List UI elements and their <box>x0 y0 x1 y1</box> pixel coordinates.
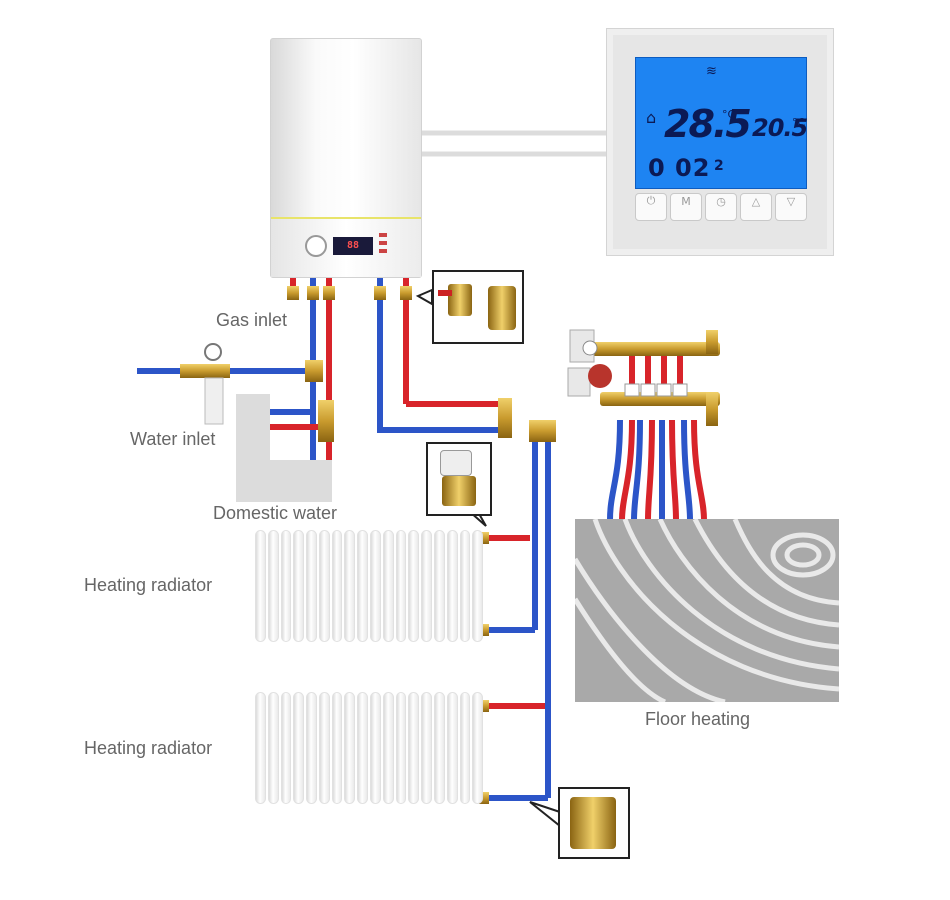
radiator-column <box>446 530 458 642</box>
radiator-column <box>255 530 266 642</box>
radiator-column <box>293 692 305 804</box>
valve-inset-boiler <box>432 270 524 344</box>
boiler-buttons[interactable] <box>379 233 387 257</box>
room-thermostat: ≋ ⌂ 28.5 °C 20.5 °C 0 02 2 ⏻ M ◷ △ ▽ <box>606 28 834 256</box>
radiator-column <box>408 692 420 804</box>
radiator-column <box>395 530 407 642</box>
gas-valve-icon <box>448 284 472 316</box>
radiator-column <box>293 530 305 642</box>
floor-heating-coils <box>575 519 839 702</box>
domestic-water-base <box>236 460 332 502</box>
radiator-column <box>382 692 394 804</box>
radiator-column <box>331 530 343 642</box>
thermostat-lcd: ≋ ⌂ 28.5 °C 20.5 °C 0 02 2 <box>635 57 808 189</box>
thermostatic-head-icon <box>440 450 472 476</box>
radiator-column <box>421 530 432 642</box>
radiator-column <box>370 692 381 804</box>
radiator-column <box>344 530 356 642</box>
radiator-risers <box>484 430 551 801</box>
floor-manifold <box>567 329 720 426</box>
radiator-column <box>267 530 279 642</box>
thermostat-buttons: ⏻ M ◷ △ ▽ <box>635 193 807 221</box>
boiler-gauge-icon <box>305 235 327 257</box>
radiator-column <box>382 530 394 642</box>
elbow-fitting-icon <box>488 286 516 330</box>
mode-button[interactable]: M <box>670 193 702 221</box>
radiator-column <box>459 692 471 804</box>
radiator-column <box>331 692 343 804</box>
manifold-pipes <box>377 399 600 435</box>
radiator-column <box>318 530 330 642</box>
label-heating-radiator-2: Heating radiator <box>84 738 213 758</box>
set-temperature: 20.5 <box>752 114 808 142</box>
control-wires <box>420 130 608 157</box>
radiator-column <box>280 530 292 642</box>
down-button[interactable]: ▽ <box>775 193 807 221</box>
room-temp-unit: °C <box>722 108 736 121</box>
radiator-column <box>267 692 279 804</box>
radiator-column <box>433 692 445 804</box>
radiator-column <box>459 530 471 642</box>
label-heating-radiator-1: Heating radiator <box>84 575 213 595</box>
radiator-column <box>344 692 356 804</box>
radiator-column <box>370 530 381 642</box>
home-icon: ⌂ <box>646 108 657 127</box>
return-valve-icon <box>570 797 616 849</box>
radiator-column <box>395 692 407 804</box>
wifi-icon: ≋ <box>706 64 717 79</box>
clock-display: 0 02 <box>648 154 711 182</box>
up-button[interactable]: △ <box>740 193 772 221</box>
water-filter <box>204 343 224 425</box>
radiator-column <box>318 692 330 804</box>
label-water-inlet: Water inlet <box>130 429 216 449</box>
program-number: 2 <box>714 158 724 174</box>
radiator-column <box>255 692 266 804</box>
set-temp-unit: °C <box>792 116 806 129</box>
boiler-control-panel: 88 <box>271 217 421 277</box>
heating-radiator-top <box>255 530 484 642</box>
label-floor-heating: Floor heating <box>645 709 751 729</box>
floor-heating-image <box>575 519 839 702</box>
radiator-column <box>446 692 458 804</box>
boiler-display: 88 <box>333 237 373 255</box>
valve-inset-radiator <box>426 442 492 516</box>
radiator-column <box>306 530 317 642</box>
power-button[interactable]: ⏻ <box>635 193 667 221</box>
label-domestic-water: Domestic water <box>213 503 338 523</box>
radiator-column <box>357 530 369 642</box>
floor-loop-pipes <box>607 419 707 521</box>
radiator-column <box>472 530 484 642</box>
radiator-column <box>421 692 432 804</box>
radiator-column <box>357 692 369 804</box>
radiator-column <box>280 692 292 804</box>
radiator-column <box>433 530 445 642</box>
brass-fittings <box>180 286 556 804</box>
radiator-column <box>472 692 484 804</box>
radiator-column <box>306 692 317 804</box>
room-temperature: 28.5 <box>664 102 752 146</box>
heating-radiator-bottom <box>255 692 484 804</box>
radiator-column <box>408 530 420 642</box>
valve-handle-icon <box>438 290 452 296</box>
label-gas-inlet: Gas inlet <box>216 310 288 330</box>
gas-boiler: 88 <box>270 38 422 278</box>
valve-inset-return <box>558 787 630 859</box>
clock-button[interactable]: ◷ <box>705 193 737 221</box>
radiator-valve-icon <box>442 476 476 506</box>
